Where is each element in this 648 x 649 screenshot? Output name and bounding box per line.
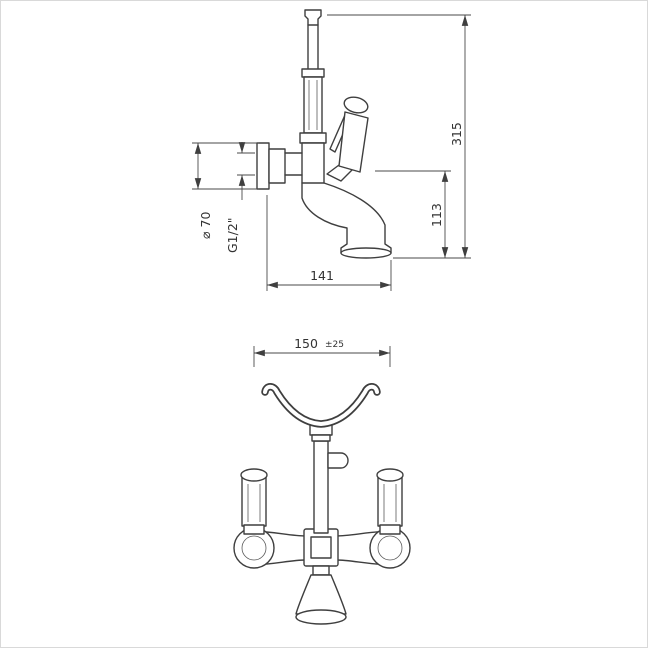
- spout-bell: [295, 565, 347, 625]
- left-handle-cap: [240, 468, 268, 482]
- dim-flange-diameter: ⌀ 70: [192, 142, 259, 239]
- front-view: 150 ±25: [233, 336, 411, 625]
- dim-flange-diameter-label: ⌀ 70: [198, 212, 213, 239]
- shower-riser: [299, 9, 327, 144]
- riser-front: [309, 424, 349, 534]
- riser-collar: [301, 68, 325, 78]
- handset-cradle: [261, 383, 381, 428]
- dim-hole-centers: 150 ±25: [253, 336, 391, 367]
- dim-hole-centers-label: 150: [294, 336, 318, 351]
- right-handle-cap: [376, 468, 404, 482]
- tub-spout: [301, 182, 392, 259]
- wall-union: [256, 142, 303, 190]
- left-column-nut: [243, 524, 265, 535]
- handle-cap: [343, 96, 369, 114]
- dim-total-height: 315: [327, 14, 471, 259]
- handle: [326, 96, 369, 182]
- dim-spout-reach: 141: [266, 195, 392, 291]
- handle-grip: [338, 111, 369, 173]
- right-column-nut: [379, 524, 401, 535]
- left-handle-column: [240, 468, 268, 535]
- riser-front-collar: [311, 434, 331, 442]
- diverter-knob: [327, 452, 349, 469]
- union-nut: [268, 148, 286, 184]
- dim-total-height-label: 315: [449, 122, 464, 146]
- bell-neck: [312, 565, 330, 576]
- riser-top-fitting: [304, 9, 322, 26]
- bell-mouth: [295, 609, 347, 625]
- dim-outlet-height: 113: [375, 170, 451, 258]
- riser-column: [303, 76, 323, 134]
- wall-escutcheon: [256, 142, 270, 190]
- side-view: 315 113 141 ⌀ 70 G1/2": [192, 9, 471, 291]
- dim-spout-reach-label: 141: [310, 268, 334, 283]
- dim-thread-label: G1/2": [225, 217, 240, 253]
- bell-body: [295, 574, 347, 615]
- riser-nut: [299, 132, 327, 144]
- riser-front-pipe: [313, 440, 329, 534]
- mixer-body: [301, 142, 325, 184]
- right-handle-column: [376, 468, 404, 535]
- center-valve-block: [303, 528, 339, 567]
- dim-tolerance-label: ±25: [325, 340, 344, 350]
- dim-thread: G1/2": [225, 142, 255, 253]
- dim-outlet-height-label: 113: [429, 203, 444, 227]
- spout-mouth: [340, 247, 392, 259]
